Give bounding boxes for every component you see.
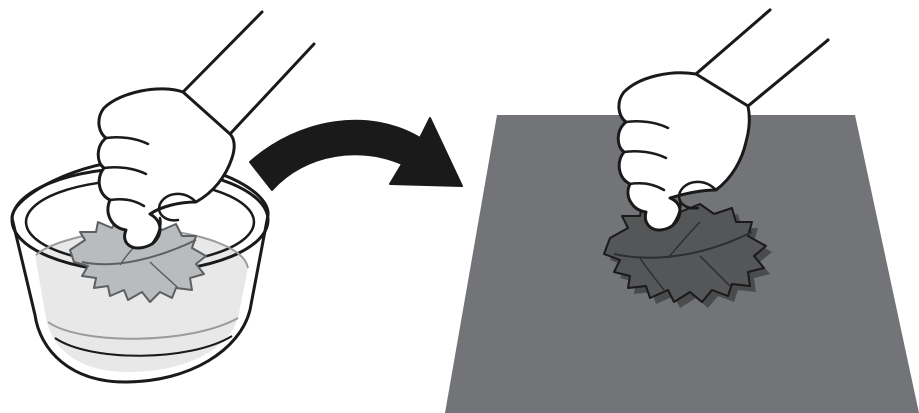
leaf-icon [69,217,207,303]
mat-scene [445,8,919,413]
curved-arrow-icon [249,117,463,191]
hand-icon [616,8,830,232]
hand-icon [96,10,316,250]
bowl-scene [10,10,316,384]
leaf-icon [603,199,772,308]
